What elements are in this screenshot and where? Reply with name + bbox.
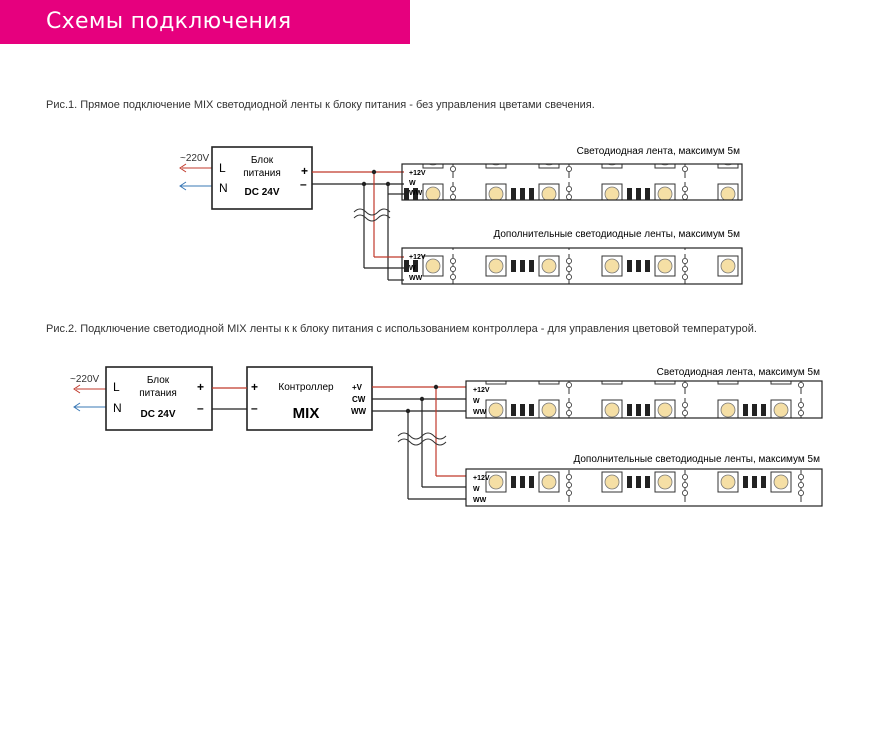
terminal-n: N xyxy=(219,181,228,195)
power-supply-box xyxy=(211,146,313,210)
pin-ww-label: WW xyxy=(409,275,423,282)
psu-minus-terminal: – xyxy=(300,177,307,191)
mains-voltage-label: ~220V xyxy=(180,153,210,164)
controller-model: MIX xyxy=(293,405,320,422)
pin-w-label: W xyxy=(409,265,416,272)
fig1-strip-top: +12V W WW xyxy=(401,163,743,201)
controller-title: Контроллер xyxy=(278,382,334,393)
fig1-strip-top-label: Светодиодная лента, максимум 5м xyxy=(577,146,740,157)
psu2-rating: DC 24V xyxy=(140,409,175,420)
psu2-line1: Блок xyxy=(147,375,170,386)
page-title: Схемы подключения xyxy=(46,9,292,34)
arrow-out-icon xyxy=(73,402,81,412)
arrow-in-icon xyxy=(179,163,187,173)
controller-out-ww: WW xyxy=(351,407,367,416)
pin-12v-label: +12V xyxy=(473,475,490,482)
arrow-in-icon xyxy=(73,384,81,394)
figure-2-wires xyxy=(212,384,466,500)
controller-out-cw: CW xyxy=(352,395,366,404)
psu-rating: DC 24V xyxy=(244,187,279,198)
arrow-out-icon xyxy=(179,181,187,191)
psu-line1: Блок xyxy=(251,155,274,166)
header-banner: Схемы подключения xyxy=(0,0,410,44)
pin-ww-label: WW xyxy=(409,190,423,197)
fig1-strip-bottom-label: Дополнительные светодиодные ленты, макси… xyxy=(493,229,740,240)
terminal-l: L xyxy=(219,161,226,175)
controller-box xyxy=(246,366,373,431)
psu2-plus-terminal: + xyxy=(197,380,204,394)
pin-w-label: W xyxy=(473,486,480,493)
controller-out-v: +V xyxy=(352,383,363,392)
psu2-line2: питания xyxy=(139,388,177,399)
pin-w-label: W xyxy=(473,398,480,405)
fig2-strip-bottom-label: Дополнительные светодиодные ленты, макси… xyxy=(573,454,820,465)
pin-w-label: W xyxy=(409,180,416,187)
figure-2-caption: Рис.2. Подключение светодиодной MIX лент… xyxy=(46,323,757,335)
figure-1-caption: Рис.1. Прямое подключение MIX светодиодн… xyxy=(46,99,595,111)
figure-1-wires xyxy=(312,169,404,281)
pin-12v-label: +12V xyxy=(473,387,490,394)
pin-ww-label: WW xyxy=(473,497,487,504)
terminal-n-2: N xyxy=(113,401,122,415)
psu-plus-terminal: + xyxy=(301,164,308,178)
pin-12v-label: +12V xyxy=(409,254,426,261)
controller-in-plus: + xyxy=(251,380,258,394)
pin-12v-label: +12V xyxy=(409,170,426,177)
pin-ww-label: WW xyxy=(473,409,487,416)
mains-voltage-label-2: ~220V xyxy=(70,374,100,385)
fig2-strip-top-label: Светодиодная лента, максимум 5м xyxy=(657,367,820,378)
power-supply-box-2 xyxy=(105,366,213,431)
fig2-strip-bottom: +12V W WW xyxy=(465,468,823,507)
fig1-strip-bottom: +12V W WW xyxy=(401,247,743,285)
terminal-l-2: L xyxy=(113,380,120,394)
psu2-minus-terminal: – xyxy=(197,401,204,415)
fig2-strip-top: +12V W WW xyxy=(465,380,823,419)
psu-line2: питания xyxy=(243,168,281,179)
controller-in-minus: – xyxy=(251,401,258,415)
